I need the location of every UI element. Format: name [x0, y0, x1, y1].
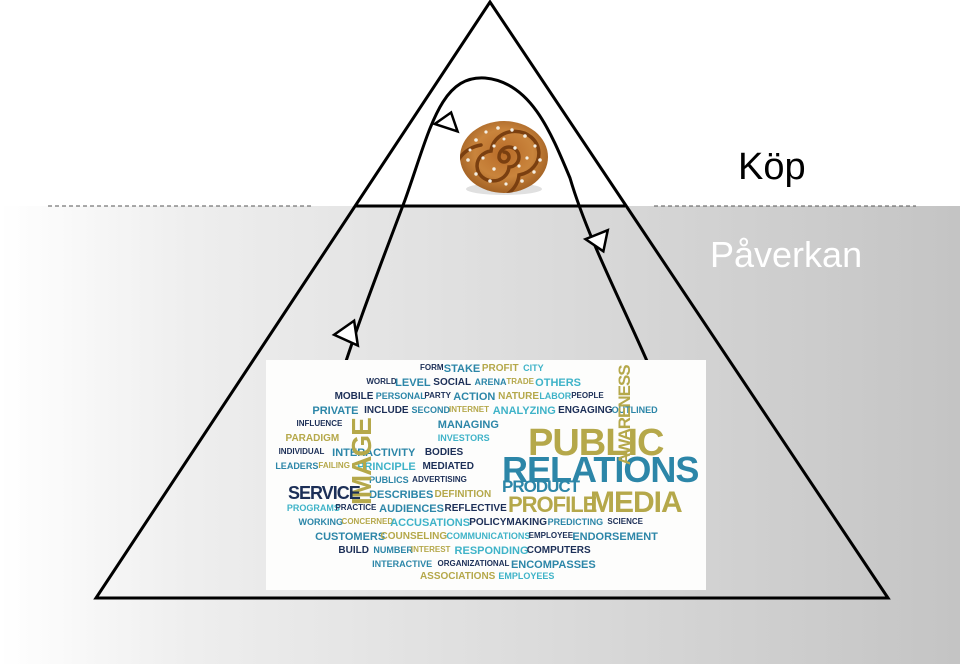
- word-cloud-word: PROGRAMS: [286, 503, 340, 513]
- word-cloud-word: LABOR: [539, 391, 572, 401]
- word-cloud-word: CITY: [523, 363, 544, 373]
- word-cloud-word-large: PROFILE: [508, 492, 597, 517]
- word-cloud-word: MANAGING: [437, 419, 499, 431]
- arrowhead-up-top-icon: [431, 110, 460, 134]
- word-cloud-word: INDIVIDUAL: [278, 447, 325, 456]
- word-cloud-word: REFLECTIVE: [444, 503, 507, 514]
- word-cloud-word: PROFIT: [481, 363, 519, 374]
- word-cloud-word: PREDICTING: [547, 517, 604, 527]
- word-cloud-word: SOCIAL: [433, 377, 472, 388]
- word-cloud-word: SCIENCE: [607, 517, 643, 526]
- word-cloud-word: ANALYZING: [492, 405, 556, 417]
- word-cloud-word: PRIVATE: [312, 405, 359, 417]
- word-cloud-word: PERSONAL: [375, 391, 426, 401]
- word-cloud-word: MOBILE: [334, 391, 374, 402]
- pyramid-outline: [93, 0, 891, 600]
- word-cloud-word: EMPLOYEE: [528, 531, 574, 540]
- word-cloud-word: PRINCIPLE: [357, 461, 416, 473]
- word-cloud-word: COMPUTERS: [526, 545, 591, 556]
- word-cloud-word-large: MEDIA: [590, 486, 683, 519]
- word-cloud-word: OTHERS: [535, 377, 582, 389]
- word-cloud-word: BUILD: [338, 545, 369, 556]
- word-cloud-word: ARENA: [474, 377, 507, 387]
- word-cloud-word: INCLUDE: [364, 405, 409, 416]
- word-cloud-word: BODIES: [424, 447, 464, 458]
- word-cloud-word: CONCERNED: [341, 517, 394, 526]
- word-cloud-word: WORLD: [366, 377, 397, 386]
- word-cloud-word: PEOPLE: [571, 391, 604, 400]
- word-cloud-word: ACTION: [453, 391, 496, 403]
- word-cloud-word: FORM: [419, 363, 444, 372]
- word-cloud-word: SECOND: [411, 405, 451, 415]
- word-cloud-word: STAKE: [443, 363, 481, 375]
- word-cloud-word: INTERNET: [449, 405, 490, 414]
- word-cloud-word: ENDORSEMENT: [572, 531, 658, 543]
- word-cloud-word: LEADERS: [275, 461, 319, 471]
- word-cloud-word: INTERACTIVITY: [332, 447, 416, 459]
- cinnamon-bun-icon: [460, 121, 548, 195]
- word-cloud-word: ADVERTISING: [412, 475, 467, 484]
- word-cloud-word: PUBLICS: [369, 475, 409, 485]
- word-cloud-word: ORGANIZATIONAL: [437, 559, 510, 568]
- word-cloud-word: COUNSELING: [380, 531, 448, 542]
- word-cloud-word: COMMUNICATIONS: [446, 531, 531, 541]
- word-cloud-word: LEVEL: [395, 377, 431, 389]
- word-cloud-word: EMPLOYEES: [498, 571, 555, 581]
- word-cloud-word: ENCOMPASSES: [510, 559, 596, 571]
- word-cloud-word: ENGAGING: [558, 405, 613, 416]
- word-cloud-word: WORKING: [298, 517, 343, 527]
- word-cloud-word: ASSOCIATIONS: [419, 571, 496, 582]
- word-cloud-word-large: PUBLIC: [528, 422, 664, 464]
- word-cloud-word: INVESTORS: [437, 433, 490, 443]
- word-cloud-word: FAILING: [318, 461, 350, 470]
- word-cloud-word: RESPONDING: [454, 545, 529, 557]
- word-cloud-word-large: RELATIONS: [502, 449, 699, 490]
- label-influence: Påverkan: [710, 234, 863, 275]
- word-cloud-word: POLICYMAKING: [469, 517, 547, 528]
- word-cloud-word: NUMBER: [373, 545, 413, 555]
- word-cloud-word-large: SERVICE: [288, 483, 361, 503]
- word-cloud-word: CUSTOMERS: [315, 531, 386, 543]
- word-cloud-word: ACCUSATIONS: [390, 517, 471, 529]
- arrowhead-down-right-icon: [582, 228, 610, 254]
- word-cloud-word: PARADIGM: [285, 433, 340, 444]
- word-cloud-word: DESCRIBES: [369, 489, 434, 501]
- word-cloud-word: MEDIATED: [422, 461, 474, 472]
- word-cloud-word: PARTY: [424, 391, 451, 400]
- word-cloud-word: AUDIENCES: [379, 503, 444, 515]
- word-cloud-word: PRACTICE: [335, 503, 377, 512]
- arrowhead-up-left-icon: [331, 318, 360, 348]
- word-cloud-word-large: AWARENESS: [615, 365, 634, 465]
- word-cloud-word: TRADE: [506, 377, 534, 386]
- word-cloud-word-large: PRODUCT: [502, 477, 580, 496]
- word-cloud-word: INTEREST: [410, 545, 451, 554]
- label-buy: Köp: [738, 146, 806, 188]
- word-cloud-word: NATURE: [498, 391, 540, 402]
- word-cloud-word: INFLUENCE: [296, 419, 343, 428]
- word-cloud-word: OUTLINED: [611, 405, 658, 415]
- word-cloud-word: DEFINITION: [434, 489, 492, 500]
- word-cloud-word: INTERACTIVE: [372, 559, 433, 569]
